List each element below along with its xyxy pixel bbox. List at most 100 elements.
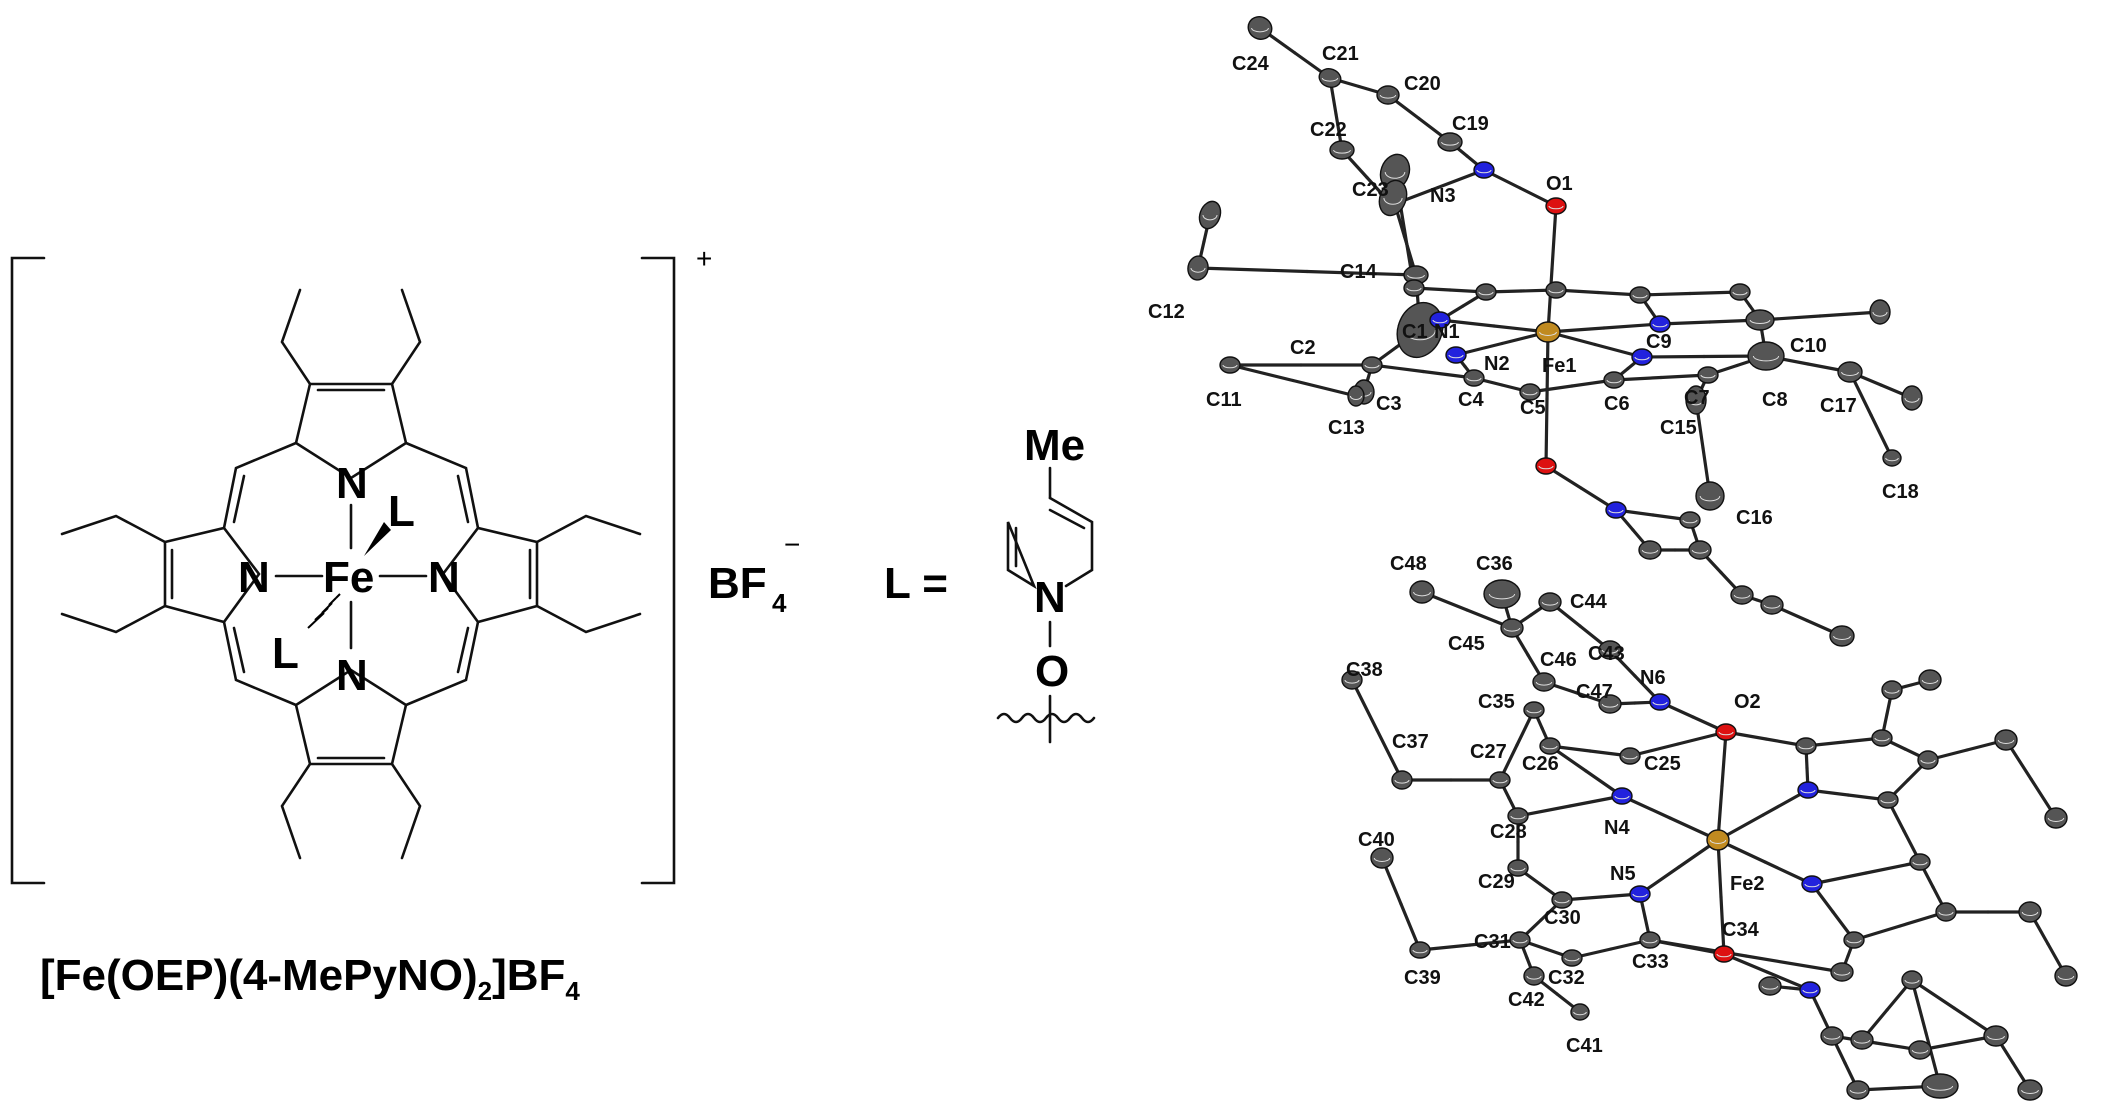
ellipsoid-octant <box>1412 949 1428 954</box>
atom-label-n5: N5 <box>1610 863 1636 885</box>
atom-ellipsoid <box>1994 729 2018 751</box>
atom-label-c25: C25 <box>1644 753 1681 775</box>
ellipsoid-octant <box>1823 1035 1841 1040</box>
atom-ellipsoid <box>1747 341 1785 371</box>
atom-ellipsoid <box>1519 383 1541 401</box>
ellipsoid-octant <box>1904 397 1920 403</box>
ellipsoid-octant <box>1478 291 1494 296</box>
ellipsoid-octant <box>1548 205 1564 210</box>
ellipsoid-octant <box>1406 287 1422 292</box>
atom-ellipsoid <box>1918 669 1942 691</box>
atom-ellipsoid <box>1500 618 1524 638</box>
atom-label-c24: C24 <box>1232 53 1270 75</box>
ellipsoid-octant <box>1538 465 1554 470</box>
ellipsoid-octant <box>1344 679 1360 684</box>
ellipsoid-octant <box>1798 745 1814 750</box>
bond-half <box>1291 378 1358 398</box>
atom-ellipsoid <box>2044 807 2068 829</box>
ellipsoid-octant <box>1716 953 1732 958</box>
ellipsoid-octant <box>1700 374 1716 379</box>
atom-label-fe1: Fe1 <box>1542 355 1576 377</box>
atom-ellipsoid <box>1843 931 1865 949</box>
wedge-bond <box>364 522 391 556</box>
ellipsoid-octant <box>1526 709 1542 714</box>
ligand-definition: L = <box>884 559 948 608</box>
atom-ellipsoid <box>1850 1030 1874 1050</box>
methyl-label: Me <box>1024 421 1085 470</box>
atom-ellipsoid <box>1706 829 1730 851</box>
atom-ellipsoid <box>1409 580 1435 604</box>
atom-ellipsoid <box>1376 85 1400 105</box>
atom-ellipsoid <box>1535 321 1561 343</box>
atom-ellipsoid <box>1877 791 1899 809</box>
atom-ellipsoid <box>1561 949 1583 967</box>
ellipsoid-octant <box>1846 939 1862 944</box>
ellipsoid-octant <box>1573 1011 1587 1016</box>
atom-ellipsoid <box>1901 385 1923 411</box>
atom-ellipsoid <box>1361 356 1383 374</box>
ellipsoid-octant <box>2021 911 2039 916</box>
ellipsoid-octant <box>1926 1085 1954 1091</box>
anion-charge: − <box>784 529 800 560</box>
ellipsoid-octant <box>1833 971 1851 976</box>
bond-half <box>1719 895 1726 956</box>
ellipsoid-octant <box>1432 319 1448 324</box>
hashed-bond <box>307 593 341 629</box>
atom-ellipsoid <box>1198 200 1222 230</box>
atom-ellipsoid <box>1473 161 1495 179</box>
atom-ellipsoid <box>1695 481 1725 511</box>
ellipsoid-octant <box>1512 939 1528 944</box>
ellipsoid-octant <box>1733 594 1751 599</box>
atom-label-c43: C43 <box>1588 643 1625 665</box>
ellipsoid-octant <box>1503 627 1521 632</box>
cation-charge: + <box>696 243 712 274</box>
atom-ellipsoid <box>1801 875 1823 893</box>
atom-ellipsoid <box>1545 197 1567 215</box>
atom-ellipsoid <box>1391 770 1413 790</box>
ellipsoid-octant <box>2021 1089 2039 1094</box>
n-label-bottom: N <box>336 651 368 700</box>
ellipsoid-octant <box>1833 635 1851 640</box>
n-label-left: N <box>238 553 270 602</box>
ellipsoid-octant <box>1682 519 1698 524</box>
ellipsoid-octant <box>1190 267 1206 273</box>
ellipsoid-octant <box>1841 371 1859 376</box>
atom-ellipsoid <box>1507 859 1529 877</box>
atom-ellipsoid <box>1760 595 1784 615</box>
atom-ellipsoid <box>1631 348 1653 366</box>
ellipsoid-octant <box>1222 364 1238 369</box>
atom-ellipsoid <box>1638 540 1662 560</box>
ellipsoid-octant <box>1880 799 1896 804</box>
atom-ellipsoid <box>1649 693 1671 711</box>
ellipsoid-octant <box>1709 839 1727 844</box>
atom-ellipsoid <box>1871 729 1893 747</box>
ellipsoid-octant <box>1641 549 1659 554</box>
n-label-right: N <box>428 553 460 602</box>
atom-ellipsoid <box>1983 1025 2009 1047</box>
ellipsoid-octant <box>1383 197 1403 205</box>
ellipsoid-octant <box>1912 861 1928 866</box>
ellipsoid-octant <box>1804 883 1820 888</box>
atom-label-c47: C47 <box>1576 681 1613 703</box>
atom-label-c28: C28 <box>1490 821 1527 843</box>
ellipsoid-octant <box>1394 779 1410 784</box>
atom-ellipsoid <box>1538 592 1562 612</box>
atom-label-c30: C30 <box>1544 907 1581 929</box>
atom-ellipsoid <box>1403 279 1425 297</box>
ellipsoid-octant <box>1885 457 1899 462</box>
atom-label-c8: C8 <box>1762 389 1788 411</box>
ellipsoid-octant <box>1448 354 1464 359</box>
atom-label-c44: C44 <box>1570 591 1608 613</box>
atom-label-c6: C6 <box>1604 393 1630 415</box>
ellipsoid-octant <box>1364 364 1380 369</box>
atom-ellipsoid <box>1797 781 1819 799</box>
atom-ellipsoid <box>1795 737 1817 755</box>
ellipsoid-octant <box>1884 689 1900 694</box>
ellipsoid-octant <box>1761 985 1779 990</box>
left-bracket <box>10 256 46 885</box>
atom-ellipsoid <box>1649 315 1671 333</box>
bond-half <box>1545 330 1550 401</box>
atom-label-n6: N6 <box>1640 667 1666 689</box>
ellipsoid-octant <box>1413 591 1431 597</box>
ellipsoid-octant <box>1920 759 1936 764</box>
